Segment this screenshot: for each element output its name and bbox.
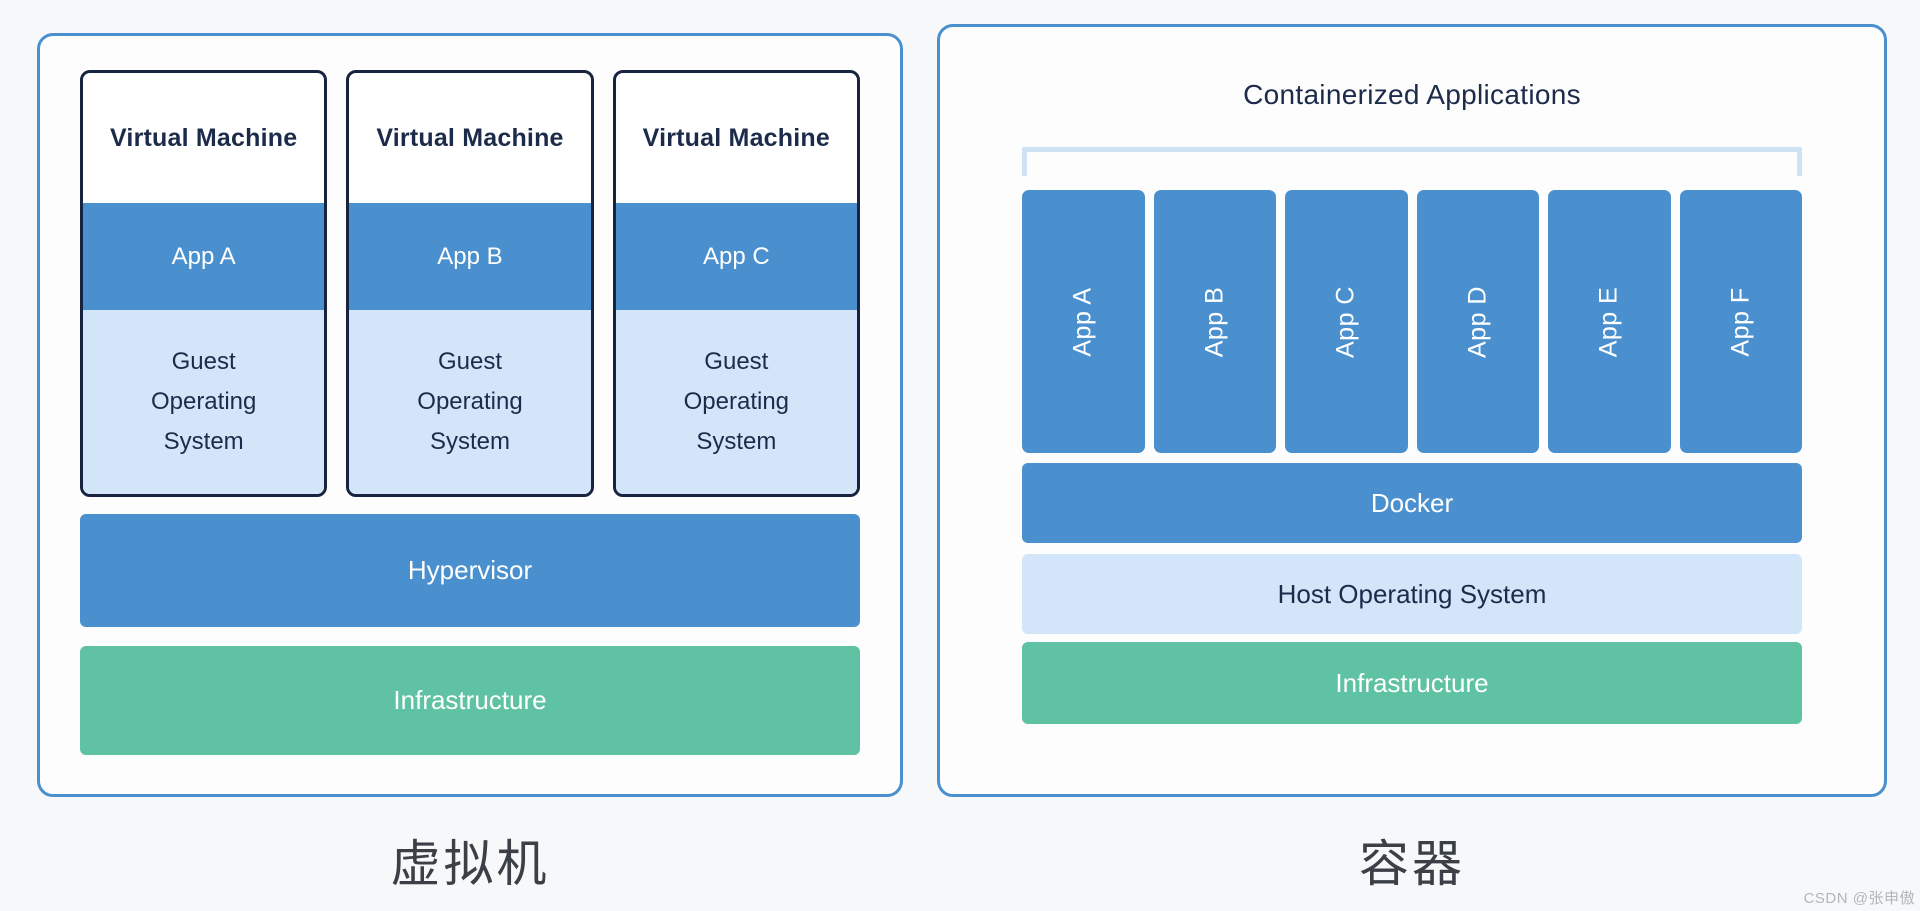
vm-title: Virtual Machine — [642, 123, 830, 152]
vm-caption: 虚拟机 — [390, 836, 550, 892]
containerized-apps-title: Containerized Applications — [1243, 79, 1581, 110]
docker-bar: Docker — [1022, 463, 1802, 543]
vm-title: Virtual Machine — [110, 123, 298, 152]
vm-title: Virtual Machine — [376, 123, 564, 152]
container-panel: Containerized Applications App A App B A… — [937, 24, 1887, 797]
vm-box-3: Virtual Machine App C Guest Operating Sy… — [612, 70, 860, 497]
app-column-label: App D — [1463, 285, 1492, 358]
guest-os-strip: Guest Operating System — [349, 310, 591, 494]
host-os-bar: Host Operating System — [1022, 554, 1802, 634]
app-column-label: App F — [1726, 286, 1755, 357]
app-column-d: App D — [1416, 190, 1539, 453]
app-column-f: App F — [1679, 190, 1802, 453]
vm-app-strip: App B — [349, 203, 591, 310]
guest-os-strip: Guest Operating System — [83, 310, 325, 494]
app-column-label: App A — [1068, 286, 1097, 357]
app-column-label: App B — [1200, 286, 1229, 357]
csdn-watermark: CSDN @张申傲 — [1803, 890, 1915, 907]
vm-box-2: Virtual Machine App B Guest Operating Sy… — [346, 70, 594, 497]
vm-panel: Virtual Machine App A Guest Operating Sy… — [37, 33, 903, 797]
app-column-a: App A — [1022, 190, 1145, 453]
app-column-e: App E — [1548, 190, 1671, 453]
app-column-b: App B — [1153, 190, 1276, 453]
container-caption: 容器 — [1359, 836, 1465, 892]
app-column-label: App E — [1594, 286, 1623, 357]
app-column-c: App C — [1285, 190, 1408, 453]
app-column-label: App C — [1331, 285, 1360, 358]
container-apps-row: App A App B App C App D App E App F — [1022, 190, 1802, 453]
vm-app-strip: App A — [83, 203, 325, 310]
vm-row: Virtual Machine App A Guest Operating Sy… — [80, 70, 860, 497]
vm-app-strip: App C — [615, 203, 857, 310]
container-infrastructure-bar: Infrastructure — [1022, 642, 1802, 724]
group-bracket — [1022, 147, 1802, 176]
vm-box-1: Virtual Machine App A Guest Operating Sy… — [80, 70, 328, 497]
hypervisor-bar: Hypervisor — [80, 514, 860, 627]
vm-infrastructure-bar: Infrastructure — [80, 646, 860, 755]
guest-os-strip: Guest Operating System — [615, 310, 857, 494]
